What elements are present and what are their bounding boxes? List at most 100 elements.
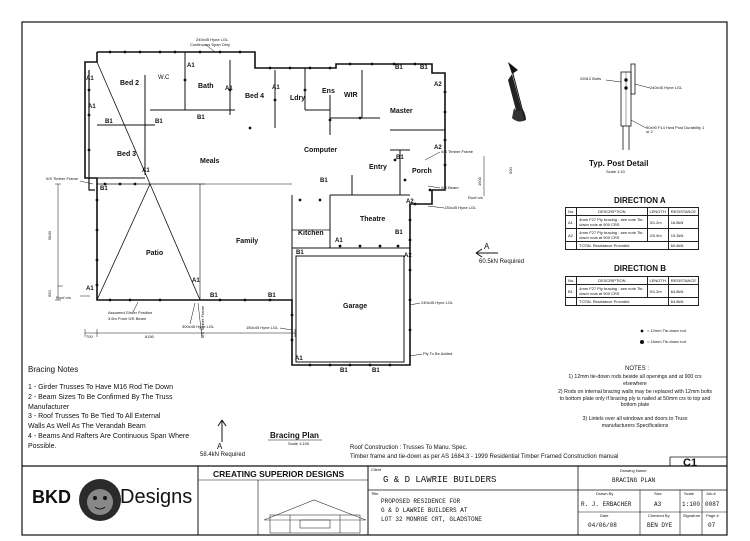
brace-b1: B1 [396, 155, 404, 161]
project-line-2: G & D LAWRIE BUILDERS AT [381, 507, 468, 514]
legend-rod12: = 12mm Tie-down rod [647, 328, 686, 333]
arrow-label-a-right: A [484, 242, 490, 251]
brace-b1: B1 [296, 250, 304, 256]
room-wc: W.C [158, 75, 170, 81]
brace-b1: B1 [210, 293, 218, 299]
required-right: 60.5kN Required [479, 259, 525, 265]
room-bath: Bath [198, 83, 214, 90]
table-total-row: TOTAL Resistance Provided 64.8kN [564, 297, 700, 306]
dim-6150: 6150 [145, 334, 154, 339]
room-kitchen: Kitchen [298, 230, 324, 237]
house-logo-icon [263, 499, 367, 534]
callout-lintel-garage: 240x45 Hyne LGL [421, 300, 454, 305]
post-bolts: 2/M12 Bolts [580, 76, 602, 81]
bracing-note-1: 1 - Girder Trusses To Have M16 Rod Tie D… [28, 384, 173, 391]
project-line-3: LOT 32 MONROE CRT, GLADSTONE [381, 516, 482, 523]
room-bed2: Bed 2 [120, 80, 140, 87]
size-value: A3 [654, 501, 662, 508]
brace-a1: A1 [335, 238, 343, 244]
callout-timber-frame-bottom: 0/S Timber Frame [200, 305, 205, 338]
callout-lintel-porch: 130x45 Hyne LGL [444, 205, 477, 210]
room-bed3: Bed 3 [117, 151, 137, 158]
direction-b-title: DIRECTION B [614, 264, 666, 273]
table-header: No. DESCRIPTION LENGTH RESISTANCE [564, 276, 700, 285]
dim-650: 650 [47, 290, 52, 297]
cell: 9/1.2m [646, 284, 669, 298]
col-no: No. [564, 276, 578, 285]
callout-lintel-patio: 300x45 Hyne LGL [182, 324, 215, 329]
drawing-label: Drawing Name [620, 468, 647, 473]
post-beam: 240x45 Hyne LGL [650, 85, 683, 90]
cell: 4mm F27 Ply bracing - see note Tie-down … [576, 284, 648, 298]
tie-down-rods [87, 50, 447, 367]
job-label: Job # [706, 491, 716, 496]
bracing-note-2: 2 - Beam Sizes To Be Confirmed By The Tr… [28, 394, 173, 411]
post-scale: Scale 1:10 [606, 169, 625, 174]
brace-a1: A1 [192, 278, 200, 284]
table-row: A1 4mm F27 Ply bracing - see note Tie-do… [564, 215, 700, 229]
brace-b1: B1 [320, 178, 328, 184]
table-row: B1 4mm F27 Ply bracing - see note Tie-do… [564, 284, 700, 298]
title-label: Title [371, 491, 379, 496]
notes-right-1: 1) 12mm tie-down rods beside all opening… [568, 374, 702, 387]
total-label: TOTAL Resistance Provided [576, 297, 669, 306]
callout-lintel-top: 240x45 Hyne LGL [196, 37, 229, 42]
direction-b-table: No. DESCRIPTION LENGTH RESISTANCE B1 4mm… [564, 276, 700, 306]
logo-letters: BKD [32, 487, 71, 507]
table-header: No. DESCRIPTION LENGTH RESISTANCE [564, 207, 700, 216]
cell: 64.8kN [667, 284, 700, 298]
callout-roof-os-right: Roof o/s [468, 195, 483, 200]
brace-a2: A2 [434, 82, 442, 88]
col-description: DESCRIPTION [576, 276, 648, 285]
lion-logo-icon [79, 479, 121, 521]
room-garage: Garage [343, 303, 368, 310]
checked-label: Checked By [648, 513, 670, 518]
project-line-1: PROPOSED RESIDENCE FOR [381, 498, 461, 505]
col-length: LENGTH [646, 207, 669, 216]
brace-a1: A1 [86, 286, 94, 292]
brace-a1: A1 [225, 86, 233, 92]
brace-b1: B1 [395, 230, 403, 236]
col-resistance: RESISTANCE [667, 207, 700, 216]
dim-700: 700 [86, 334, 93, 339]
callout-lintel-garage-left: 150x45 Hyne LGL [246, 325, 279, 330]
cell: 4mm F27 Ply bracing - see note Tie-down … [576, 215, 648, 229]
room-patio: Patio [146, 250, 164, 257]
post-title: Typ. Post Detail [589, 159, 649, 168]
job-value: 0087 [705, 501, 720, 508]
brace-b1: B1 [155, 119, 163, 125]
signature-label: Signature [683, 513, 701, 518]
callout-girder-pos: Assumed Girder Position [108, 310, 153, 315]
company-name: CREATING SUPERIOR DESIGNS [213, 469, 345, 479]
date-label: Date [600, 513, 609, 518]
table-total-row: TOTAL Resistance Provided 60.6kN [564, 241, 700, 250]
brace-a1: A1 [142, 168, 150, 174]
dim-1600: 1600 [477, 177, 482, 186]
callout-timber-frame-right: 0/S Timber Frame [441, 149, 474, 154]
dim-5840: 5840 [47, 231, 52, 240]
frame-construction: Timber frame and tie-down as per AS 1684… [350, 454, 619, 460]
brace-a2: A2 [404, 253, 412, 259]
cell: A1 [564, 215, 578, 229]
sheet-code: C1 [683, 457, 698, 469]
client-name: G & D LAWRIE BUILDERS [383, 475, 497, 485]
table-row: A2 4mm F27 Ply bracing - see note Tie-do… [564, 228, 700, 242]
room-wir: WIR [344, 92, 358, 99]
logo-text: Designs [120, 486, 193, 508]
north-arrow-icon [508, 62, 526, 122]
brace-b1: B1 [100, 186, 108, 192]
bracing-note-4: 4 - Beams And Rafters Are Continuous Spa… [28, 433, 190, 450]
roof-construction: Roof Construction : Trusses To Manu. Spe… [350, 445, 468, 451]
dim-500: 500 [508, 167, 513, 174]
cell: A2 [564, 228, 578, 242]
total-value: 64.8kN [667, 297, 700, 306]
scale-value: 1:100 [682, 501, 701, 508]
direction-arrow-right-icon [475, 248, 498, 258]
floor-plan [55, 43, 485, 366]
bracing-notes-title: Bracing Notes [28, 365, 79, 374]
col-resistance: RESISTANCE [667, 276, 700, 285]
total-label: TOTAL Resistance Provided [576, 241, 669, 250]
callout-continuous-span: Continuous Span Only [190, 42, 231, 47]
scale-label: Scale [684, 491, 695, 496]
brace-a1: A1 [272, 85, 280, 91]
